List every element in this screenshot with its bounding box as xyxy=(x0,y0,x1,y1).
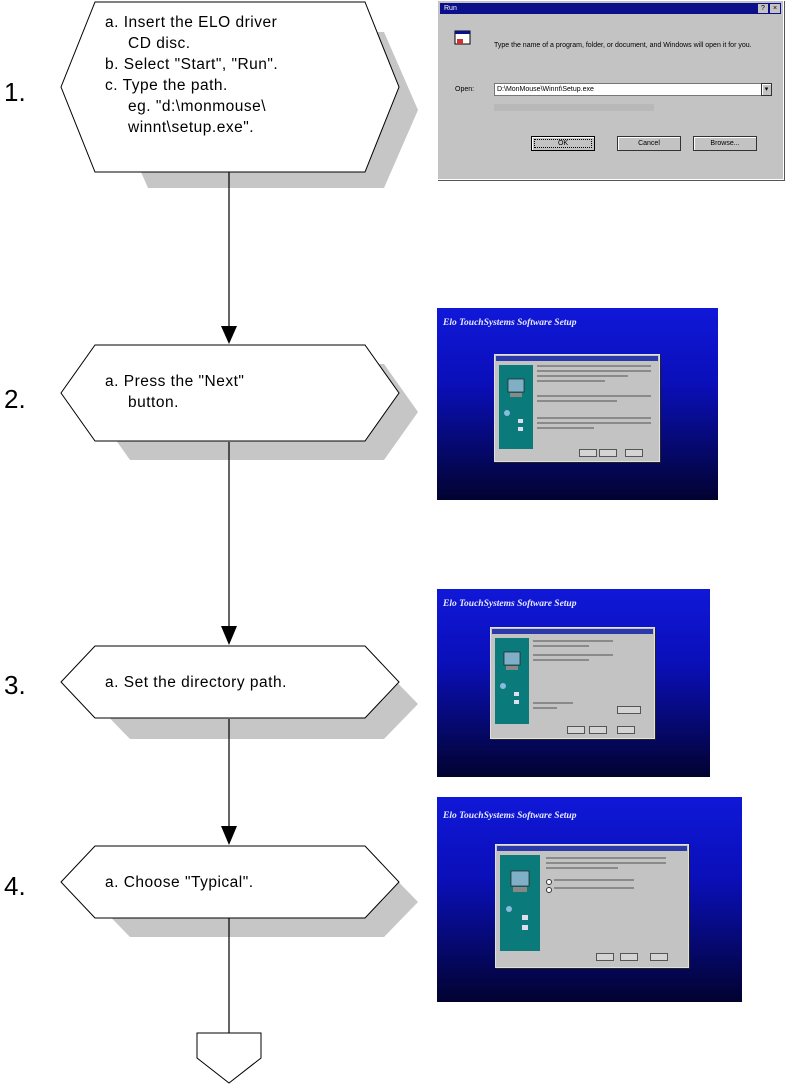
step1-text: a. Insert the ELO driver CD disc. b. Sel… xyxy=(105,12,278,138)
run-dialog-title: Run xyxy=(444,5,457,12)
setup-screen-welcome: Elo TouchSystems Software Setup xyxy=(437,308,718,500)
setup-illustration xyxy=(500,855,540,951)
back-button[interactable] xyxy=(596,953,614,961)
step1-line-a2: CD disc. xyxy=(128,35,191,52)
step4-text: a. Choose "Typical". xyxy=(105,872,254,893)
open-label: Open: xyxy=(455,86,475,93)
welcome-dialog xyxy=(494,354,660,462)
next-button[interactable] xyxy=(599,449,617,457)
back-button[interactable] xyxy=(579,449,597,457)
off-page-connector xyxy=(196,1032,262,1084)
dialog-titlebar xyxy=(492,629,653,634)
setup-screen-typical: Elo TouchSystems Software Setup xyxy=(437,797,742,1002)
step2-line-a2: button. xyxy=(128,394,179,411)
arrowhead-2 xyxy=(221,326,237,344)
open-path-input[interactable]: D:\MonMouse\Winnt\Setup.exe xyxy=(494,83,763,96)
close-button[interactable]: × xyxy=(770,4,780,13)
setup-screen-directory: Elo TouchSystems Software Setup xyxy=(437,589,710,777)
dialog-titlebar xyxy=(497,846,687,851)
step3-hexagon xyxy=(60,645,400,719)
step1-line-c3: winnt\setup.exe". xyxy=(128,119,255,136)
step2-number: 2. xyxy=(4,384,26,414)
computer-icon xyxy=(506,870,530,930)
help-button[interactable]: ? xyxy=(758,4,768,13)
dialog-titlebar xyxy=(496,356,658,361)
step2-text: a. Press the "Next" button. xyxy=(105,371,244,413)
step2-line-a: a. Press the "Next" xyxy=(105,373,245,390)
dialog-text-2 xyxy=(533,654,613,664)
directory-dialog xyxy=(490,627,655,739)
typical-option-text xyxy=(554,879,634,884)
setup-illustration xyxy=(499,365,533,449)
dialog-text xyxy=(546,857,666,872)
dialog-text xyxy=(537,365,651,385)
dropdown-arrow-button[interactable]: ▾ xyxy=(761,83,772,96)
browse-button[interactable]: Browse... xyxy=(693,136,757,151)
custom-option-text xyxy=(554,887,634,892)
step2-hexagon xyxy=(60,344,400,442)
setup-illustration xyxy=(495,638,529,724)
destination-folder xyxy=(533,702,573,712)
setup-title: Elo TouchSystems Software Setup xyxy=(443,318,577,328)
step3-text: a. Set the directory path. xyxy=(105,672,287,693)
cancel-button[interactable] xyxy=(625,449,643,457)
step1-line-a: a. Insert the ELO driver xyxy=(105,14,278,31)
step1-hexagon xyxy=(60,1,400,173)
setup-title: Elo TouchSystems Software Setup xyxy=(443,811,577,821)
step4-line-a: a. Choose "Typical". xyxy=(105,874,254,891)
setup-title: Elo TouchSystems Software Setup xyxy=(443,599,577,609)
custom-radio[interactable] xyxy=(546,887,552,893)
step3-number: 3. xyxy=(4,670,26,700)
cancel-button[interactable] xyxy=(617,726,635,734)
typical-radio[interactable] xyxy=(546,879,552,885)
arrowhead-4 xyxy=(221,826,237,845)
step1-line-b: b. Select "Start", "Run". xyxy=(105,56,279,73)
run-dialog-prompt: Type the name of a program, folder, or d… xyxy=(494,42,752,49)
dialog-text-2 xyxy=(537,395,651,405)
step4-number: 4. xyxy=(4,871,26,901)
step1-line-c: c. Type the path. xyxy=(105,77,228,94)
dialog-text-3 xyxy=(537,417,651,432)
run-dialog-screenshot: Run ? × Type the name of a program, fold… xyxy=(437,0,784,180)
run-program-icon xyxy=(454,30,471,45)
setup-type-dialog xyxy=(495,844,689,968)
step4-hexagon xyxy=(60,845,400,919)
arrowhead-3 xyxy=(221,626,237,645)
run-dialog-titlebar: Run ? × xyxy=(440,3,781,14)
computer-icon xyxy=(500,651,521,704)
next-button[interactable] xyxy=(589,726,607,734)
computer-icon xyxy=(504,378,525,431)
browse-button[interactable] xyxy=(617,706,641,714)
back-button[interactable] xyxy=(567,726,585,734)
cancel-button[interactable]: Cancel xyxy=(617,136,681,151)
next-button[interactable] xyxy=(620,953,638,961)
dialog-text xyxy=(533,640,613,650)
ok-button[interactable]: OK xyxy=(531,136,595,151)
step1-line-c2: eg. "d:\monmouse\ xyxy=(128,98,267,115)
step1-number: 1. xyxy=(4,77,26,107)
step3-line-a: a. Set the directory path. xyxy=(105,674,287,691)
checkbox-placeholder xyxy=(494,104,654,111)
cancel-button[interactable] xyxy=(650,953,668,961)
